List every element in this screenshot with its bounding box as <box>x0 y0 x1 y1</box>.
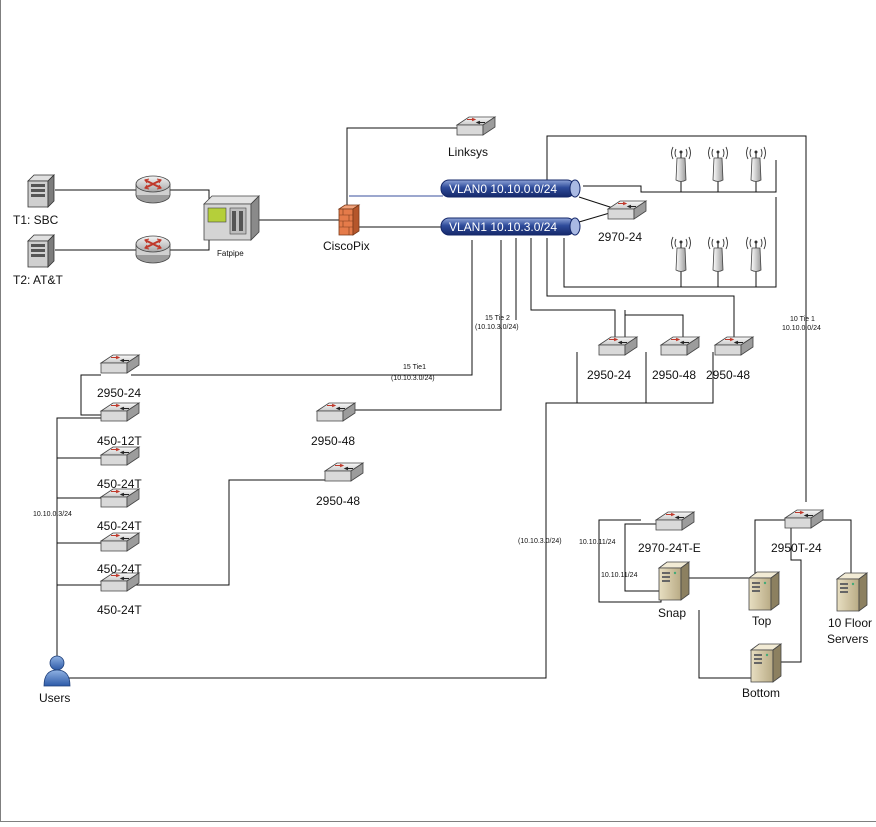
vlan1-label: VLAN1 10.10.3.0/24 <box>449 220 557 234</box>
server-bottom-icon <box>750 643 782 683</box>
user-icon <box>43 655 71 687</box>
sw-2950-48-low-label: 2950-48 <box>316 494 360 508</box>
snap-label: Snap <box>658 606 686 620</box>
switch-2970-24-icon <box>607 200 647 220</box>
switch-2950-48-icon <box>714 336 754 356</box>
net-11b-label: 10.10.11/24 <box>601 572 638 579</box>
ciscopix-label: CiscoPix <box>323 239 370 253</box>
sw-2950-24-top-label: 2950-24 <box>587 368 631 382</box>
switch-450-24t-icon <box>100 532 140 552</box>
switch-450-12t-icon <box>100 402 140 422</box>
sw-450-24t-4-label: 450-24T <box>97 603 142 617</box>
sw-450-24t-2-label: 450-24T <box>97 519 142 533</box>
sw-450-24t-3-label: 450-24T <box>97 562 142 576</box>
fatpipe-label: Fatpipe <box>217 249 244 258</box>
t1-sbc-telco-icon <box>27 174 55 208</box>
tie10-net: 10.10.0.0/24 <box>782 325 821 332</box>
switch-linksys-icon <box>456 116 496 136</box>
vlan0-label: VLAN0 10.10.0.0/24 <box>449 182 557 196</box>
server-snap-icon <box>658 561 690 601</box>
tie2-net: (10.10.3.0/24) <box>475 324 519 331</box>
access-point-icon <box>745 146 767 183</box>
bottom-label: Bottom <box>742 686 780 700</box>
switch-2950t-24-icon <box>784 509 824 529</box>
access-point-icon <box>745 236 767 273</box>
tie2-title: 15 Tie 2 <box>485 315 510 322</box>
sw-450-12t-label: 450-12T <box>97 434 142 448</box>
sw-2970-24-label: 2970-24 <box>598 230 642 244</box>
access-point-icon <box>707 236 729 273</box>
tie10-title: 10 Tie 1 <box>790 316 815 323</box>
sw-2970-24te-label: 2970-24T-E <box>638 541 701 555</box>
router-sbc-icon <box>135 175 171 204</box>
floor-servers-label-1: 10 Floor <box>828 616 872 630</box>
access-point-icon <box>670 146 692 183</box>
switch-2950-48-icon <box>324 462 364 482</box>
server-top-icon <box>748 571 780 611</box>
sw-450-24t-1-label: 450-24T <box>97 477 142 491</box>
switch-2970-24te-icon <box>655 511 695 531</box>
switch-2950-48-icon <box>316 402 356 422</box>
sw-2950-48-b-label: 2950-48 <box>706 368 750 382</box>
vlan1-bar: VLAN1 10.10.3.0/24 <box>440 217 581 236</box>
switch-2950-24-icon <box>100 354 140 374</box>
sw-2950-48-mid-label: 2950-48 <box>311 434 355 448</box>
users-net-label: 10.10.0.3/24 <box>33 511 72 518</box>
router-att-icon <box>135 235 171 264</box>
switch-450-24t-icon <box>100 488 140 508</box>
tie1-title: 15 Tie1 <box>403 364 426 371</box>
mid-net-label: (10.10.3.0/24) <box>518 538 562 545</box>
net-11a-label: 10.10.11/24 <box>579 539 616 546</box>
top-label: Top <box>752 614 772 628</box>
floor-servers-label-2: Servers <box>827 632 868 646</box>
vlan0-bar: VLAN0 10.10.0.0/24 <box>440 179 581 198</box>
sw-2950-48-a-label: 2950-48 <box>652 368 696 382</box>
server-floor-icon <box>836 572 868 612</box>
sw-2950t-24-label: 2950T-24 <box>771 541 822 555</box>
connections <box>55 127 852 679</box>
tie1-net: (10.10.3.0/24) <box>391 375 435 382</box>
linksys-label: Linksys <box>448 145 488 159</box>
switch-2950-48-icon <box>660 336 700 356</box>
firewall-icon <box>337 204 361 236</box>
switch-2950-24-icon <box>598 336 638 356</box>
fatpipe-icon <box>203 195 260 241</box>
t2-label: T2: AT&T <box>13 273 63 287</box>
users-label: Users <box>39 691 70 705</box>
access-point-icon <box>670 236 692 273</box>
access-point-icon <box>707 146 729 183</box>
t1-label: T1: SBC <box>13 213 59 227</box>
switch-450-24t-icon <box>100 446 140 466</box>
sw-2950-24-left-label: 2950-24 <box>97 386 141 400</box>
t2-att-telco-icon <box>27 234 55 268</box>
